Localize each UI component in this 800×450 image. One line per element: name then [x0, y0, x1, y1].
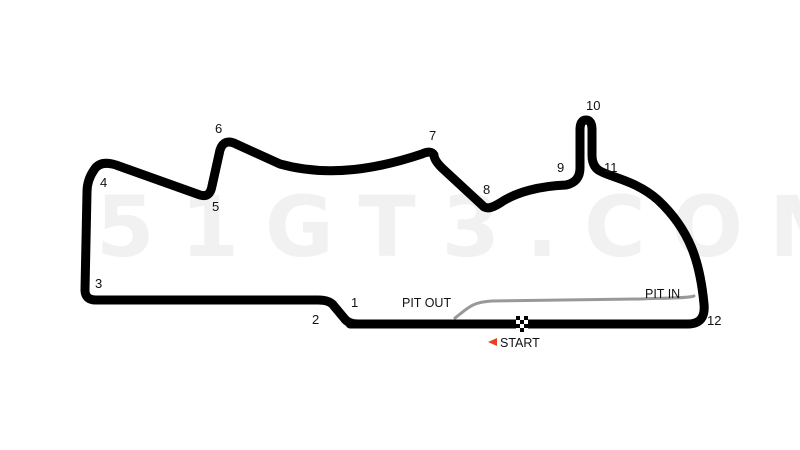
- turn-6-label: 6: [215, 121, 222, 136]
- turn-1-label: 1: [351, 295, 358, 310]
- turn-11-label: 11: [604, 160, 618, 175]
- turn-8-label: 8: [483, 182, 490, 197]
- start-label: START: [500, 336, 540, 350]
- pit-out-label: PIT OUT: [402, 296, 451, 310]
- turn-4-label: 4: [100, 175, 107, 190]
- turn-7-label: 7: [429, 128, 436, 143]
- turn-2-label: 2: [312, 312, 319, 327]
- track-outline: [80, 115, 709, 329]
- pit-in-label: PIT IN: [645, 287, 680, 301]
- turn-12-label: 12: [707, 313, 721, 328]
- turn-5-label: 5: [212, 199, 219, 214]
- turn-3-label: 3: [95, 276, 102, 291]
- pit-lane: [453, 294, 696, 320]
- turn-9-label: 9: [557, 160, 564, 175]
- checkered-flag-icon: [516, 316, 528, 332]
- triangle-left-icon: [488, 338, 497, 346]
- turn-10-label: 10: [586, 98, 600, 113]
